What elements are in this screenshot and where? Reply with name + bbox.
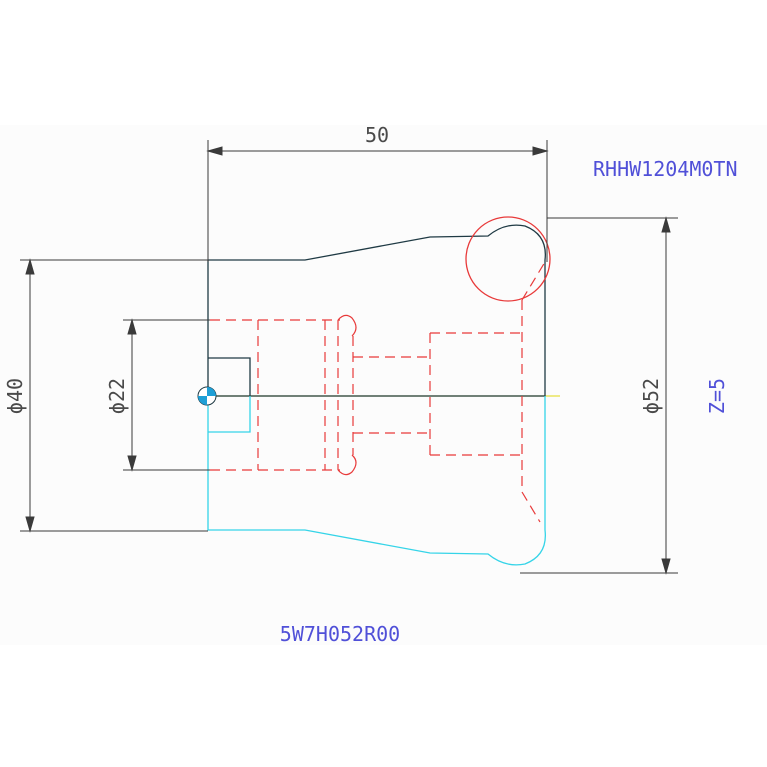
drawing-area [0,125,767,645]
upper-body-outline [207,224,546,397]
inner-diameter-dimension [123,318,210,472]
length-dimension [206,140,549,262]
insert-circle [465,216,551,302]
lower-body-outline [207,396,546,566]
cutter-diameter-value: ϕ52 [639,378,663,414]
outer-diameter-value: ϕ40 [3,378,27,414]
teeth-count-label: Z=5 [705,378,729,414]
cutter-diameter-dimension [520,216,678,575]
hidden-lines [210,261,546,523]
origin-marker-icon [197,386,217,406]
inner-diameter-value: ϕ22 [105,378,129,414]
fillet-arcs [337,314,357,476]
part-code-label: 5W7H052R00 [280,622,400,646]
insert-code-label: RHHW1204M0TN [593,157,738,181]
length-value: 50 [365,123,389,147]
outer-diameter-dimension [20,258,208,533]
